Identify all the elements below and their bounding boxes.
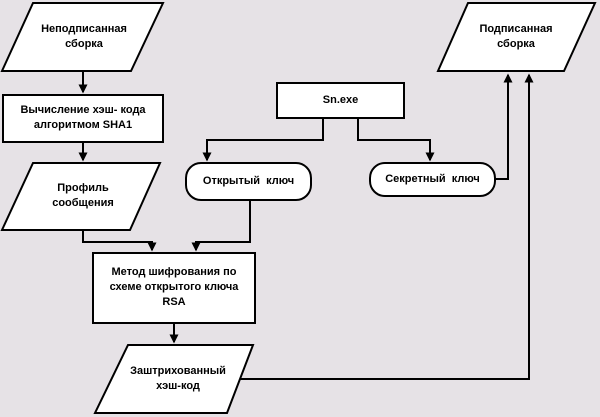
edge-secretkey-to-signed: [495, 73, 513, 180]
node-signed-assembly: [436, 2, 597, 72]
edge-snexe-to-publickey: [202, 118, 324, 162]
node-sn-exe: [276, 82, 405, 119]
node-secret-key: [369, 162, 496, 197]
node-message-profile: [0, 162, 162, 231]
edge-snexe-to-secretkey: [357, 118, 435, 162]
node-hashed-code: [93, 344, 255, 414]
node-rsa-method: [92, 252, 256, 324]
node-hash-calc: [2, 94, 164, 143]
node-public-key: [185, 162, 312, 201]
node-unsigned-assembly: [0, 1, 165, 72]
connectors: [78, 71, 534, 380]
edge-hashed-to-signed: [240, 73, 534, 380]
edge-publickey-to-rsa: [191, 200, 251, 252]
edge-profile-to-rsa: [82, 230, 157, 252]
